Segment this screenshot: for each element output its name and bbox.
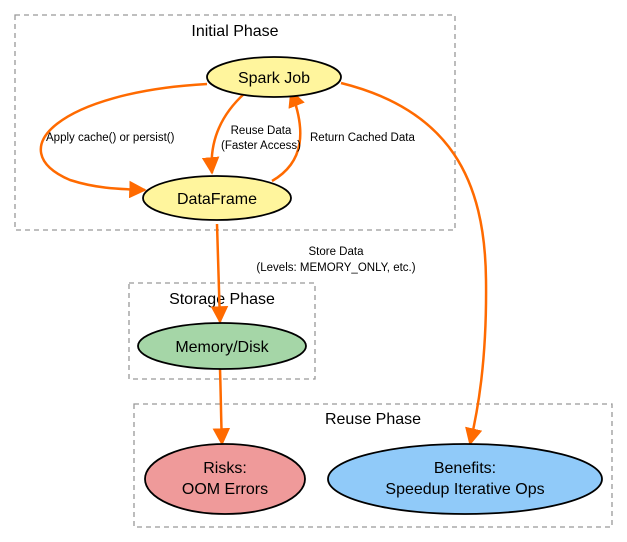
node-memory-disk-label: Memory/Disk bbox=[175, 339, 269, 356]
cluster-initial-phase: Initial Phase bbox=[14, 14, 456, 231]
node-benefits: Benefits: Speedup Iterative Ops bbox=[327, 443, 603, 515]
node-risks-label-2: OOM Errors bbox=[182, 481, 268, 498]
edge-store-data bbox=[210, 223, 229, 324]
cluster-reuse-phase: Reuse Phase bbox=[133, 403, 613, 528]
node-benefits-label-2: Speedup Iterative Ops bbox=[385, 481, 544, 498]
edge-spark-to-benefits bbox=[340, 81, 488, 446]
node-dataframe: DataFrame bbox=[142, 175, 292, 221]
node-dataframe-label: DataFrame bbox=[177, 191, 257, 208]
cluster-reuse-label: Reuse Phase bbox=[325, 411, 421, 428]
edge-return-cached bbox=[271, 89, 305, 183]
edge-memory-to-risks bbox=[212, 368, 231, 446]
node-risks-label-1: Risks: bbox=[203, 460, 247, 477]
node-benefits-label-1: Benefits: bbox=[434, 460, 496, 477]
cluster-storage-phase: Storage Phase bbox=[128, 282, 316, 380]
cluster-initial-label: Initial Phase bbox=[191, 23, 278, 40]
edge-label-apply-cache: Apply cache() or persist() bbox=[46, 132, 175, 144]
edge-label-reuse-data-2: (Faster Access) bbox=[221, 140, 301, 152]
edge-apply-cache bbox=[39, 82, 208, 199]
node-memory-disk: Memory/Disk bbox=[137, 322, 307, 370]
edge-label-store-data-2: (Levels: MEMORY_ONLY, etc.) bbox=[256, 262, 415, 274]
edge-label-store-data-1: Store Data bbox=[309, 246, 365, 258]
cluster-storage-label: Storage Phase bbox=[169, 291, 275, 308]
edge-reuse-data bbox=[201, 92, 246, 175]
node-risks: Risks: OOM Errors bbox=[144, 443, 306, 515]
node-spark-job: Spark Job bbox=[206, 56, 342, 98]
edge-label-reuse-data-1: Reuse Data bbox=[231, 125, 292, 137]
edge-label-return-cached: Return Cached Data bbox=[310, 132, 415, 144]
node-spark-job-label: Spark Job bbox=[238, 70, 310, 87]
